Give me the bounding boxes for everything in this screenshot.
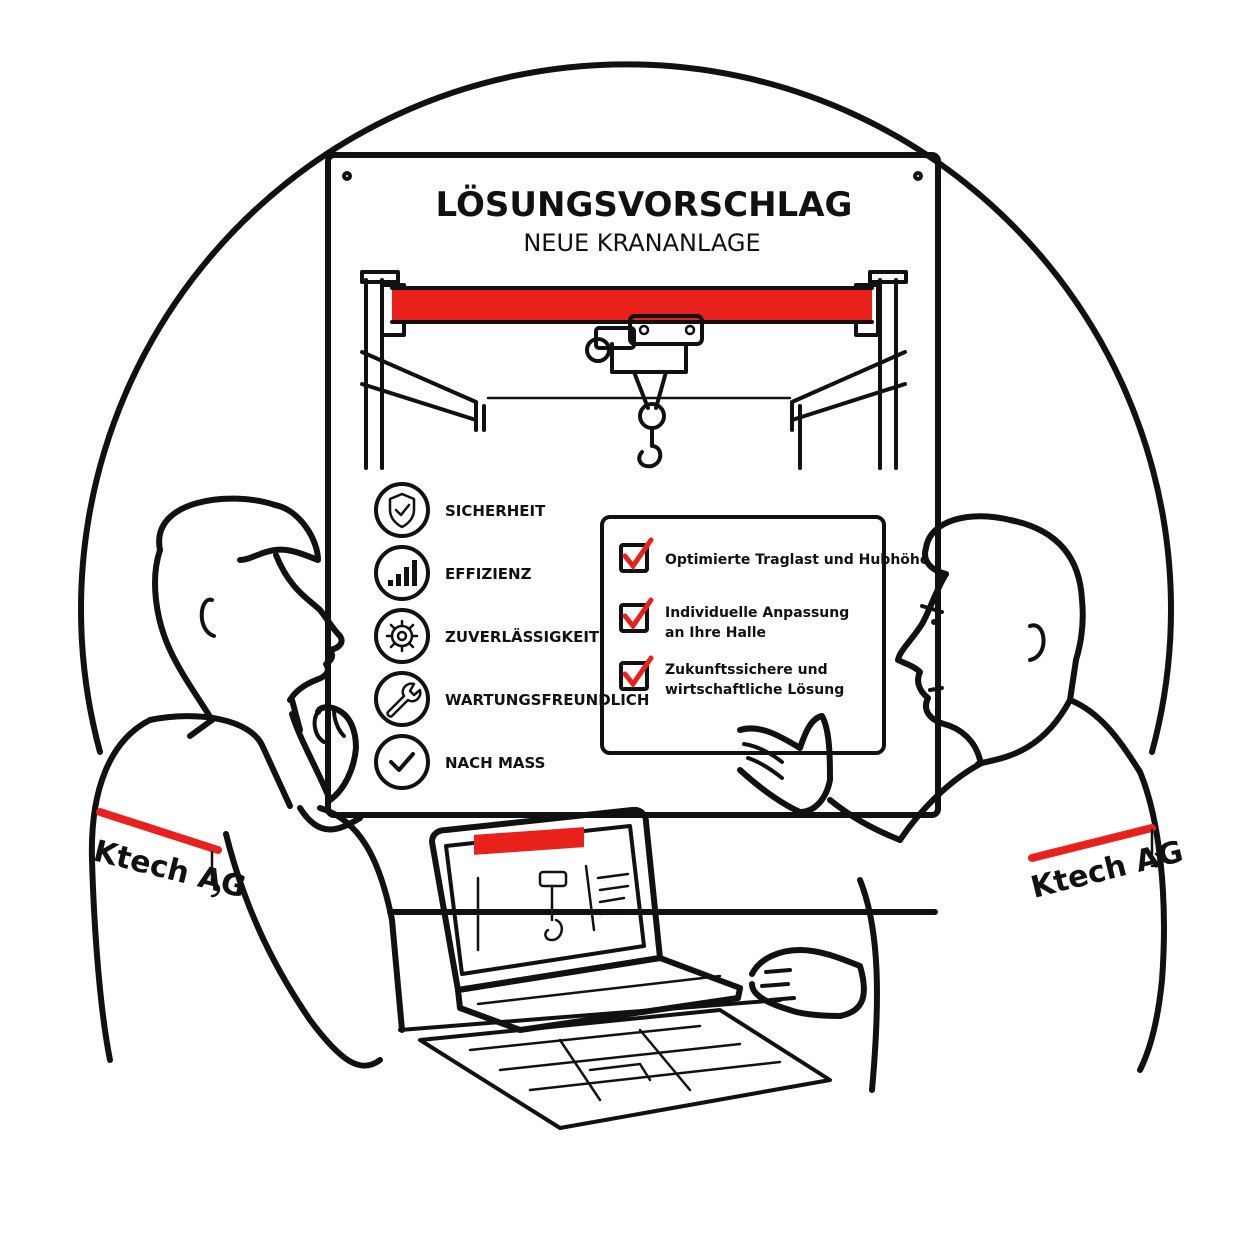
checklist-item: Optimierte Traglast und Hubhöhe: [619, 537, 929, 573]
shield-check-icon: [388, 492, 416, 529]
red-check-icon: [622, 655, 654, 689]
desk: [387, 909, 938, 1130]
feature-list: SICHERHEIT EFFIZIENZ ZUVERLÄSSIGKEIT: [374, 482, 649, 790]
feature-item-sicherheit: SICHERHEIT: [374, 482, 546, 538]
laptop-screen-crane: [474, 827, 630, 952]
board-title: LÖSUNGSVORSCHLAG: [436, 184, 853, 225]
feature-label: NACH MASS: [445, 754, 545, 772]
checklist-text-line2: an Ihre Halle: [665, 625, 766, 641]
checklist-text: Individuelle Anpassung: [665, 605, 849, 621]
red-check-icon: [622, 537, 654, 571]
feature-item-nach-mass: NACH MASS: [374, 734, 545, 790]
bar-chart-icon: [388, 560, 417, 586]
checklist-card: Optimierte Traglast und Hubhöhe Individu…: [600, 515, 929, 755]
board-subtitle: NEUE KRANANLAGE: [523, 229, 760, 257]
checkmark-icon: [389, 752, 415, 772]
person-left: Ktech AG: [88, 495, 405, 1069]
circle-frame: [78, 61, 1174, 755]
feature-item-zuverlaessigkeit: ZUVERLÄSSIGKEIT: [374, 608, 600, 664]
checklist-item: Individuelle Anpassung an Ihre Halle: [619, 597, 849, 641]
checklist-item: Zukunftssichere und wirtschaftliche Lösu…: [619, 655, 844, 698]
feature-label: WARTUNGSFREUNDLICH: [445, 691, 649, 709]
feature-item-wartungsfreundlich: WARTUNGSFREUNDLICH: [374, 671, 649, 727]
feature-label: ZUVERLÄSSIGKEIT: [445, 627, 600, 646]
checklist-text: Zukunftssichere und: [665, 662, 828, 678]
checklist-text: Optimierte Traglast und Hubhöhe: [665, 552, 929, 568]
feature-label: SICHERHEIT: [445, 502, 546, 520]
feature-item-effizienz: EFFIZIENZ: [374, 545, 532, 601]
laptop: [429, 806, 743, 1033]
blueprint-sheet: [418, 1008, 832, 1130]
feature-label: EFFIZIENZ: [445, 565, 532, 583]
red-check-icon: [622, 597, 654, 631]
presentation-board: LÖSUNGSVORSCHLAG NEUE KRANANLAGE: [325, 152, 941, 818]
wrench-icon: [386, 682, 422, 718]
gear-icon: [385, 619, 419, 653]
person-right: Ktech AG: [737, 513, 1187, 1093]
checklist-text-line2: wirtschaftliche Lösung: [665, 682, 844, 698]
crane-illustration: [360, 270, 908, 470]
logo-left: Ktech AG: [90, 834, 249, 906]
